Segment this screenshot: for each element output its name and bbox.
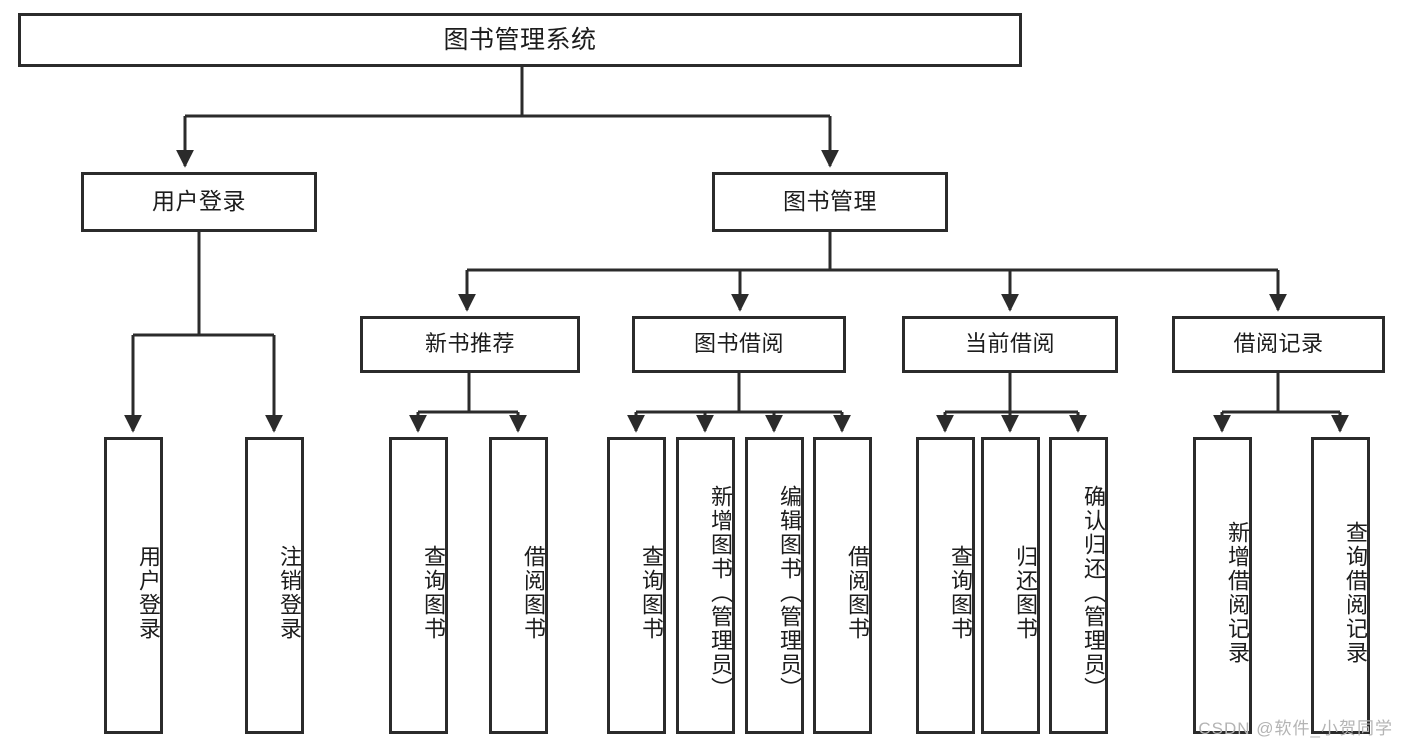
- node-current-borrow[interactable]: 当前借阅: [902, 316, 1118, 373]
- node-new-book-recommend-label: 新书推荐: [424, 331, 515, 357]
- node-leaf-recommend-borrow-book[interactable]: 借阅图书: [489, 437, 548, 734]
- watermark: CSDN @软件_小贺同学: [1198, 719, 1393, 738]
- node-leaf-logout-label: 注销登录: [277, 544, 302, 641]
- node-leaf-logout[interactable]: 注销登录: [245, 437, 304, 734]
- node-current-borrow-label: 当前借阅: [964, 331, 1055, 357]
- node-leaf-add-borrow-record[interactable]: 新增借阅记录: [1193, 437, 1252, 734]
- node-book-borrow[interactable]: 图书借阅: [632, 316, 846, 373]
- node-leaf-confirm-return-admin[interactable]: 确认归还（管理员）: [1049, 437, 1108, 734]
- node-book-management[interactable]: 图书管理: [712, 172, 948, 232]
- node-borrow-record[interactable]: 借阅记录: [1172, 316, 1385, 373]
- node-book-borrow-label: 图书借阅: [693, 331, 784, 357]
- node-book-management-label: 图书管理: [783, 188, 877, 215]
- node-leaf-edit-book-admin[interactable]: 编辑图书（管理员）: [745, 437, 804, 734]
- node-leaf-query-borrow-record[interactable]: 查询借阅记录: [1311, 437, 1370, 734]
- node-leaf-recommend-query-book[interactable]: 查询图书: [389, 437, 448, 734]
- node-user-login[interactable]: 用户登录: [81, 172, 317, 232]
- node-leaf-user-login-label: 用户登录: [136, 544, 161, 641]
- node-leaf-current-query-book[interactable]: 查询图书: [916, 437, 975, 734]
- node-leaf-recommend-borrow-book-label: 借阅图书: [521, 544, 546, 641]
- node-leaf-return-book[interactable]: 归还图书: [981, 437, 1040, 734]
- node-leaf-add-book-admin-label: 新增图书（管理员）: [708, 484, 733, 701]
- node-leaf-return-book-label: 归还图书: [1013, 544, 1038, 641]
- node-leaf-confirm-return-admin-label: 确认归还（管理员）: [1081, 484, 1106, 701]
- node-leaf-current-query-book-label: 查询图书: [948, 544, 973, 641]
- node-leaf-borrow-book-label: 借阅图书: [845, 544, 870, 641]
- node-leaf-recommend-query-book-label: 查询图书: [421, 544, 446, 641]
- node-leaf-user-login[interactable]: 用户登录: [104, 437, 163, 734]
- node-borrow-record-label: 借阅记录: [1233, 331, 1324, 357]
- node-root-label: 图书管理系统: [443, 26, 597, 54]
- node-leaf-borrow-query-book-label: 查询图书: [639, 544, 664, 641]
- node-user-login-label: 用户登录: [152, 188, 246, 215]
- node-leaf-query-borrow-record-label: 查询借阅记录: [1343, 520, 1368, 665]
- node-leaf-borrow-book[interactable]: 借阅图书: [813, 437, 872, 734]
- node-leaf-borrow-query-book[interactable]: 查询图书: [607, 437, 666, 734]
- node-leaf-edit-book-admin-label: 编辑图书（管理员）: [777, 484, 802, 701]
- node-root[interactable]: 图书管理系统: [18, 13, 1022, 67]
- node-leaf-add-borrow-record-label: 新增借阅记录: [1225, 520, 1250, 665]
- node-new-book-recommend[interactable]: 新书推荐: [360, 316, 580, 373]
- node-leaf-add-book-admin[interactable]: 新增图书（管理员）: [676, 437, 735, 734]
